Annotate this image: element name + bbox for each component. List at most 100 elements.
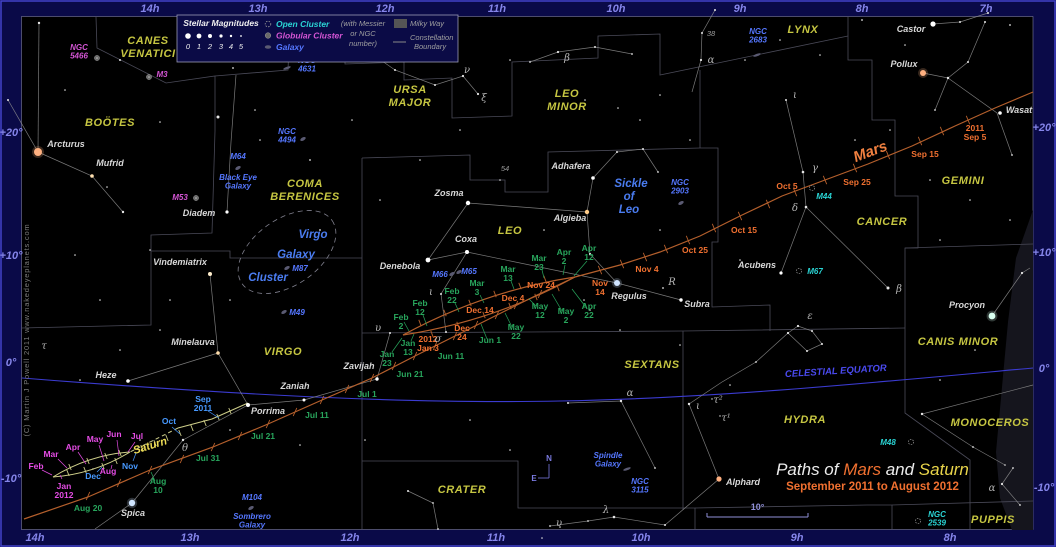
star	[701, 32, 703, 34]
mars-date-label: Jan 3	[417, 343, 439, 353]
star-mufrid	[90, 174, 94, 178]
mars-date-label: Dec	[454, 323, 470, 333]
legend-magnitude: 1	[197, 42, 201, 51]
dso-label: 3115	[631, 486, 649, 495]
mars-date-label: Jul 21	[251, 431, 275, 441]
star	[1012, 467, 1014, 469]
dso-label: NGC	[70, 43, 88, 52]
ra-label-bottom: 13h	[181, 532, 200, 544]
star	[254, 109, 256, 111]
star	[37, 21, 41, 25]
copyright-text: (C) Martin J Powell 2011 www.nakedeyepla…	[22, 224, 31, 437]
star-diadem	[225, 210, 229, 214]
constellation-label: MONOCEROS	[951, 417, 1030, 429]
asterism-label: Cluster	[248, 272, 288, 284]
star	[139, 439, 141, 441]
star	[987, 12, 989, 14]
mars-date-label: 3	[475, 287, 480, 297]
constellation-names: CANESVENATICIBOÖTESCOMABERENICESVIRGOURS…	[85, 24, 1029, 526]
star	[819, 54, 821, 56]
star	[461, 74, 465, 78]
star-designation: 38	[707, 29, 716, 38]
globular-cluster-icon	[264, 32, 272, 39]
star	[920, 412, 924, 416]
star	[119, 349, 121, 351]
star-subra	[679, 298, 683, 302]
star	[719, 415, 721, 417]
dec-label-left: -10°	[1, 473, 22, 485]
mars-date-label: 22	[584, 310, 594, 320]
dso-label: M66	[432, 270, 448, 279]
star	[216, 115, 220, 119]
star	[469, 419, 471, 421]
legend-magnitude: 5	[239, 42, 244, 51]
mars-date-label: Jun 1	[479, 335, 501, 345]
star-designation: ι	[793, 90, 797, 101]
star	[714, 9, 716, 11]
mars-date-label: 23	[382, 358, 392, 368]
legend-magnitude: 4	[229, 42, 233, 51]
saturn-date-label: Feb	[28, 461, 43, 471]
star	[662, 287, 664, 289]
star-label-adhafera: Adhafera	[550, 161, 590, 171]
star	[584, 99, 586, 101]
mars-date-label: Mar	[469, 278, 485, 288]
field-stars	[7, 9, 1024, 539]
mars-date-label: Jan	[380, 349, 395, 359]
mars-date-label: 2012	[419, 334, 438, 344]
mars-date-label: 10	[153, 485, 163, 495]
star	[934, 109, 936, 111]
star-label-alphard: Alphard	[725, 477, 761, 487]
star	[106, 186, 108, 188]
star	[351, 119, 353, 121]
star-designation: λ	[602, 505, 609, 516]
mars-date-label: 2	[562, 256, 567, 266]
star-designation: 54	[501, 164, 509, 173]
dso-label: M87	[292, 264, 308, 273]
mars-date-label: May	[532, 301, 549, 311]
asterism-label: Sickle	[614, 178, 648, 190]
dso-label: M3	[156, 70, 168, 79]
mars-date-label: Nov 4	[635, 264, 658, 274]
star	[804, 205, 808, 209]
star	[779, 39, 781, 41]
mars-date-label: Dec 14	[466, 305, 494, 315]
title-prefix: Paths of	[776, 460, 844, 479]
ra-label-top: 13h	[249, 3, 268, 15]
mars-date-label: 24	[457, 332, 467, 342]
star	[159, 329, 161, 331]
star-label-zavijah: Zavijah	[342, 361, 375, 371]
star	[419, 159, 421, 161]
constellation-label: COMA	[287, 178, 323, 190]
star-wasat	[998, 111, 1002, 115]
dso-label: M49	[289, 308, 305, 317]
legend-milky-way: Milky Way	[410, 19, 445, 28]
dso-label: NGC	[631, 477, 649, 486]
star	[974, 349, 976, 351]
star-procyon	[988, 312, 996, 320]
star	[744, 59, 746, 61]
ra-label-top: 12h	[376, 3, 395, 15]
star-designation: υ	[556, 518, 562, 529]
compass-rose: NE	[531, 454, 552, 483]
star-label-regulus: Regulus	[611, 291, 647, 301]
star	[904, 44, 906, 46]
star	[699, 58, 703, 62]
dso-label: NGC	[749, 27, 767, 36]
star	[729, 384, 731, 386]
virgo-cluster-outline	[237, 210, 337, 294]
star	[785, 99, 787, 101]
star	[437, 528, 439, 530]
constellation-label: HYDRA	[784, 414, 826, 426]
star-designation: β	[563, 53, 570, 64]
star	[1004, 464, 1006, 466]
star-algieba	[584, 209, 590, 215]
star	[541, 537, 543, 539]
dso-label: M44	[816, 192, 832, 201]
star-label-vindemiatrix: Vindemiatrix	[153, 257, 208, 267]
